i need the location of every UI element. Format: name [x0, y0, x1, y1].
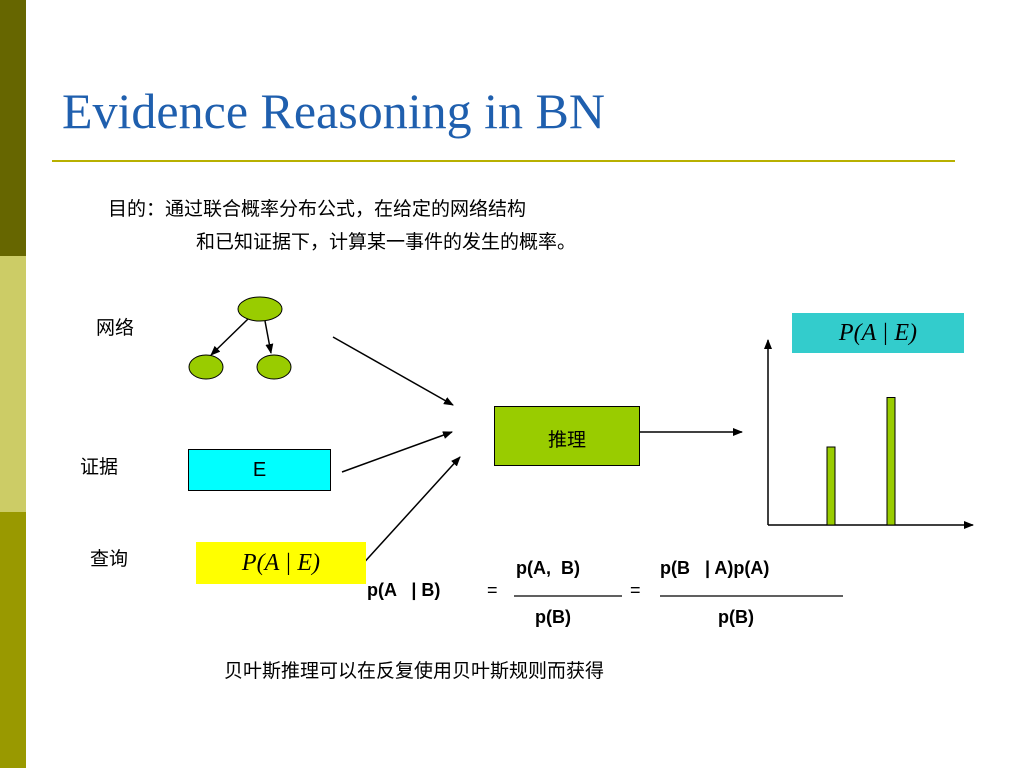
- fraction2-denominator: p(B): [718, 607, 754, 627]
- network-edge-right: [264, 320, 274, 354]
- network-node-root: [237, 296, 283, 322]
- arrow-network-to-inference: [332, 336, 454, 406]
- fraction1-numerator: p(A, B): [516, 558, 580, 578]
- chart-bar-2: [886, 397, 896, 526]
- purpose-text-line1: 目的：通过联合概率分布公式，在给定的网络结构: [108, 198, 527, 220]
- title-underline: [52, 160, 955, 162]
- purpose-text-line2: 和已知证据下，计算某一事件的发生的概率。: [196, 231, 577, 253]
- chart-bar-1: [826, 446, 836, 526]
- network-node-left: [188, 354, 224, 380]
- sidebar-band-middle: [0, 256, 26, 512]
- sidebar-band-bottom: [0, 512, 26, 768]
- arrow-query-to-inference: [359, 456, 461, 568]
- network-edge-left: [210, 318, 249, 356]
- result-formula-box: P(A | E): [792, 313, 964, 353]
- network-node-right: [256, 354, 292, 380]
- fraction2-numerator: p(B | A)p(A): [660, 558, 770, 578]
- network-label: 网络: [96, 317, 135, 339]
- equation-equals-2: =: [630, 580, 641, 600]
- sidebar-band-top: [0, 0, 26, 256]
- equation-lhs: p(A | B): [367, 580, 441, 600]
- query-label: 查询: [90, 548, 129, 570]
- footer-text: 贝叶斯推理可以在反复使用贝叶斯规则而获得: [224, 660, 605, 682]
- arrow-evidence-to-inference: [341, 431, 453, 473]
- slide-title: Evidence Reasoning in BN: [62, 83, 605, 139]
- evidence-label: 证据: [80, 456, 119, 478]
- query-formula: P(A | E): [241, 549, 321, 576]
- query-formula-box: P(A | E): [196, 542, 366, 584]
- fraction1-denominator: p(B): [535, 607, 571, 627]
- evidence-box: E: [188, 449, 331, 491]
- equation-equals-1: =: [487, 580, 498, 600]
- result-formula: P(A | E): [838, 319, 918, 346]
- inference-box: 推理: [494, 406, 640, 466]
